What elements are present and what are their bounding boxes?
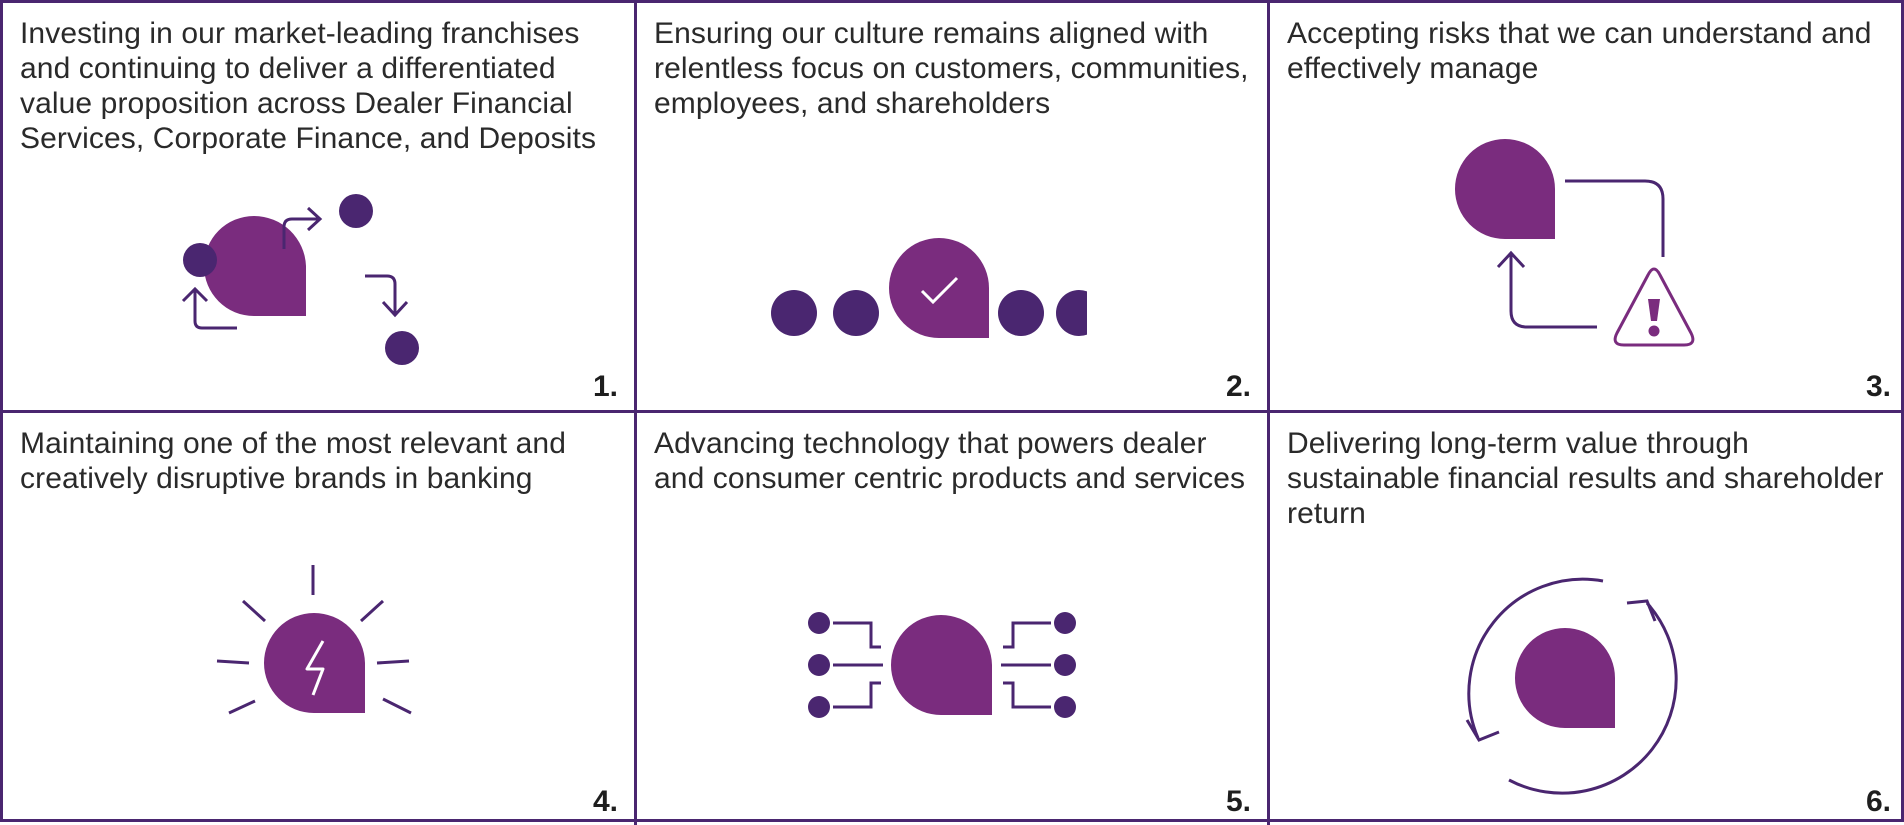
risk-cycle-icon xyxy=(1454,139,1695,347)
priority-number: 5. xyxy=(1225,785,1251,818)
priority-cell-1: Investing in our market-leading franchis… xyxy=(3,3,637,413)
priority-number: 6. xyxy=(1865,785,1891,818)
priority-cell-4: Maintaining one of the most relevant and… xyxy=(3,413,637,825)
refresh-bubble-icon xyxy=(1465,577,1678,795)
priority-number: 3. xyxy=(1865,370,1891,403)
priority-cell-5: Advancing technology that powers dealer … xyxy=(637,413,1270,825)
priority-text: Delivering long-term value through susta… xyxy=(1287,427,1884,530)
priority-number: 4. xyxy=(592,785,618,818)
check-bubble-icon xyxy=(771,238,1087,338)
priority-number: 2. xyxy=(1225,370,1251,403)
franchise-cycle-icon xyxy=(181,194,419,365)
network-bubble-icon xyxy=(808,612,1076,718)
priority-text: Investing in our market-leading franchis… xyxy=(20,17,597,155)
priority-cell-3: Accepting risks that we can understand a… xyxy=(1270,3,1904,413)
priority-number: 1. xyxy=(592,370,618,403)
priority-text: Advancing technology that powers dealer … xyxy=(654,427,1246,495)
priority-text: Maintaining one of the most relevant and… xyxy=(20,427,567,495)
priority-text: Accepting risks that we can understand a… xyxy=(1287,17,1872,85)
lightning-bubble-icon xyxy=(216,565,412,715)
priority-cell-2: Ensuring our culture remains aligned wit… xyxy=(637,3,1270,413)
priority-text: Ensuring our culture remains aligned wit… xyxy=(654,17,1249,120)
priority-cell-6: Delivering long-term value through susta… xyxy=(1270,413,1904,825)
